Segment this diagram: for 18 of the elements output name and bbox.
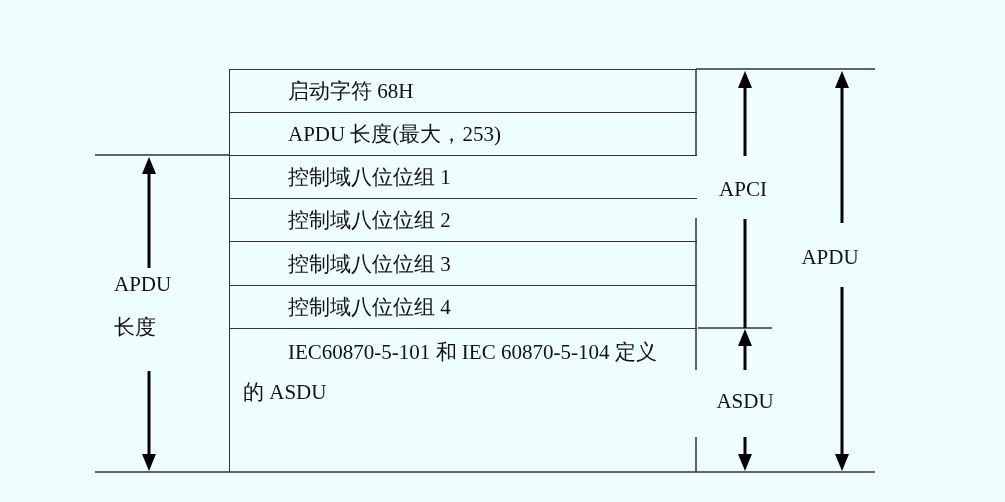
field-row [229,241,697,285]
dimension-label: APCI [719,176,767,202]
field-text: 控制域八位位组 1 [288,164,451,190]
field-row [229,328,697,472]
field-row [229,112,697,155]
dimension-label: APDU [801,244,859,270]
field-row [229,69,697,112]
field-text: APDU 长度(最大，253) [288,121,501,147]
field-text: 启动字符 68H [288,78,414,104]
dimension-label: APDU 长度 [114,271,172,341]
field-text: 控制域八位位组 2 [288,207,451,233]
field-text: 控制域八位位组 3 [288,251,451,276]
field-row [229,198,697,241]
field-row [229,155,697,198]
field-text: IEC60870-5-101 和 IEC 60870-5-104 定义的 ASDU [242,339,658,406]
dimension-label: ASDU [716,388,774,414]
field-text: 控制域八位位组 4 [288,294,451,320]
field-row [229,285,697,328]
